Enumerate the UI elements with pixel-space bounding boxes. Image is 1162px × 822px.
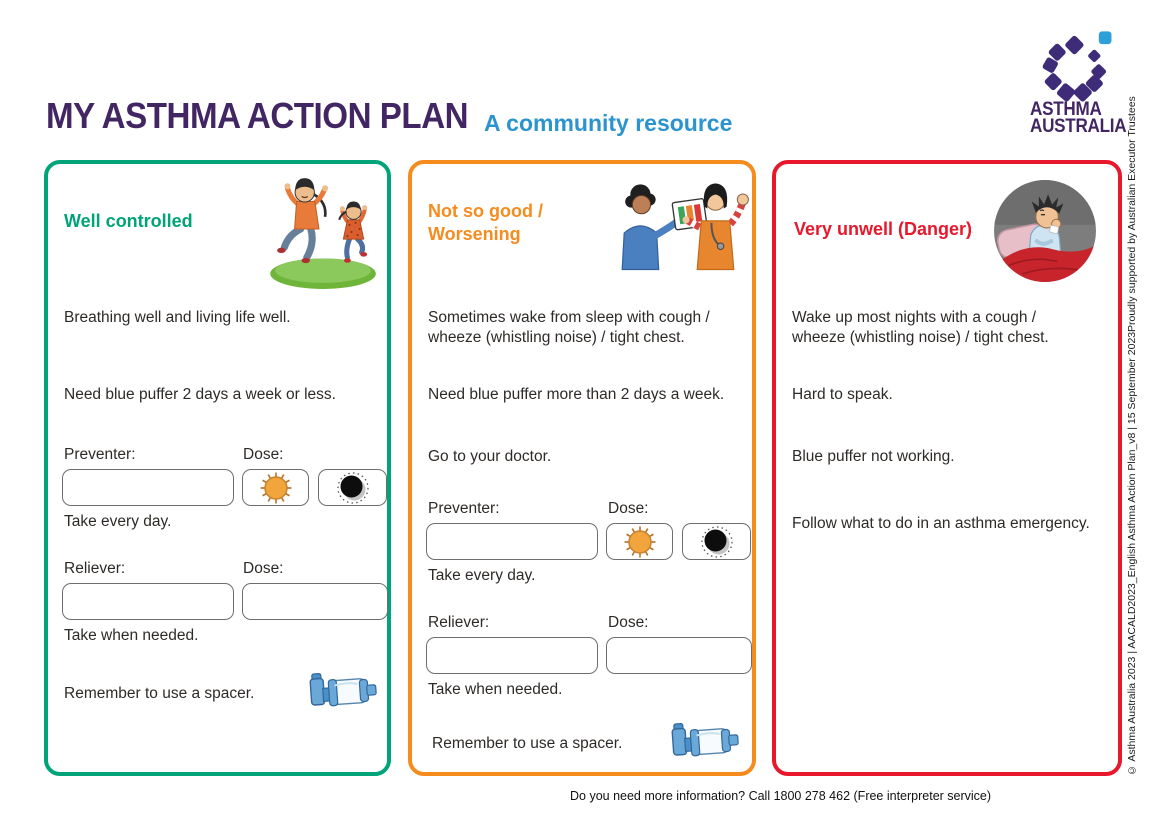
page-subtitle: A community resource <box>484 110 733 136</box>
panel-title: Not so good / Worsening <box>428 200 543 246</box>
statement: Go to your doctor. <box>428 448 552 465</box>
statement: Breathing well and living life well. <box>64 309 291 326</box>
reliever-note: Take when needed. <box>428 681 563 698</box>
dose-night-box[interactable] <box>682 523 751 560</box>
dose-day-box[interactable] <box>606 523 673 560</box>
reliever-note: Take when needed. <box>64 627 199 644</box>
reliever-input[interactable] <box>62 583 234 620</box>
panel-well-controlled: Well controlled <box>44 160 391 776</box>
side-copyright: © Asthma Australia 2023 | AACALD2023_Eng… <box>1126 331 1138 776</box>
moon-icon <box>700 525 733 558</box>
statement: Hard to speak. <box>792 386 893 403</box>
reliever-input[interactable] <box>426 637 598 674</box>
sun-icon <box>624 526 655 557</box>
statement: Wake up most nights with a cough / wheez… <box>792 309 1049 346</box>
spacer-device-icon <box>309 673 377 707</box>
side-note: © Asthma Australia 2023 | AACALD2023_Eng… <box>1126 96 1142 776</box>
statement: Blue puffer not working. <box>792 448 955 465</box>
statement: Sometimes wake from sleep with cough / w… <box>428 309 710 346</box>
panel-title-line2: Worsening <box>428 224 521 244</box>
preventer-input[interactable] <box>426 523 598 560</box>
statement: Follow what to do in an asthma emergency… <box>792 515 1090 532</box>
spacer-note: Remember to use a spacer. <box>432 735 623 752</box>
preventer-label: Preventer: <box>64 446 136 463</box>
reliever-label: Reliever: <box>428 614 490 631</box>
panel-worsening: Not so good / Worsening <box>408 160 756 776</box>
panel-title: Well controlled <box>64 211 193 231</box>
preventer-dose-label: Dose: <box>608 500 649 517</box>
logo-wordmark: ASTHMA AUSTRALIA <box>1030 99 1127 137</box>
panel-title: Very unwell (Danger) <box>794 219 973 239</box>
spacer-device-icon <box>671 723 739 757</box>
preventer-label: Preventer: <box>428 500 500 517</box>
preventer-note: Take every day. <box>428 567 536 584</box>
reliever-dose-label: Dose: <box>243 560 284 577</box>
statement: Need blue puffer 2 days a week or less. <box>64 386 336 403</box>
dancing-people-illustration <box>270 178 376 289</box>
reliever-dose-input[interactable] <box>606 637 752 674</box>
logo-line1: ASTHMA <box>1030 99 1102 120</box>
statement: Need blue puffer more than 2 days a week… <box>428 386 725 403</box>
asthma-australia-logo-icon <box>1042 31 1112 102</box>
moon-icon <box>336 471 369 504</box>
preventer-note: Take every day. <box>64 513 172 530</box>
dose-day-box[interactable] <box>242 469 309 506</box>
sun-icon <box>260 472 291 503</box>
page-title: MY ASTHMA ACTION PLAN <box>46 95 469 136</box>
panel-danger: Very unwell (Danger) <box>772 160 1122 776</box>
unwell-in-bed-illustration <box>994 180 1096 282</box>
side-supported: Proudly supported by Australian Executor… <box>1126 96 1138 332</box>
reliever-label: Reliever: <box>64 560 126 577</box>
logo-line2: AUSTRALIA <box>1030 116 1127 137</box>
spacer-note: Remember to use a spacer. <box>64 685 255 702</box>
preventer-dose-label: Dose: <box>243 446 284 463</box>
preventer-input[interactable] <box>62 469 234 506</box>
footer-info-line: Do you need more information? Call 1800 … <box>570 789 992 803</box>
doctor-visit-illustration <box>621 183 749 271</box>
reliever-dose-input[interactable] <box>242 583 388 620</box>
reliever-dose-label: Dose: <box>608 614 649 631</box>
panel-title-line1: Not so good / <box>428 201 543 221</box>
dose-night-box[interactable] <box>318 469 387 506</box>
